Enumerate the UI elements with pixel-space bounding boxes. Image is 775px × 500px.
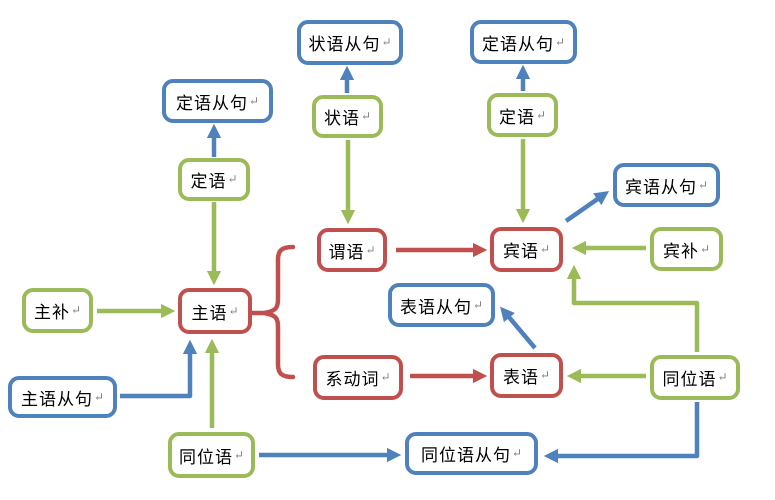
node-linking-verb: 系动词↵ [313, 355, 403, 400]
node-label: 同位语 [662, 370, 717, 389]
node-label: 宾补 [662, 241, 699, 261]
node-attributive-clause-right: 定语从句↵ [470, 20, 577, 64]
return-mark: ↵ [381, 35, 392, 49]
node-label: 宾语从句 [624, 177, 697, 197]
node-label: 主语从句 [20, 389, 93, 409]
node-label: 状语 [323, 109, 360, 128]
return-mark: ↵ [248, 93, 260, 108]
node-object: 宾语↵ [490, 227, 563, 272]
node-label: 谓语 [328, 242, 365, 262]
node-adverbial: 状语↵ [312, 95, 383, 138]
node-label: 系动词 [325, 370, 380, 389]
return-mark: ↵ [233, 447, 245, 462]
node-appositive-right: 同位语↵ [650, 355, 740, 400]
return-mark: ↵ [539, 368, 551, 382]
node-label: 定语 [498, 107, 535, 127]
node-label: 宾语 [502, 242, 539, 261]
node-label: 主补 [33, 303, 70, 322]
return-mark: ↵ [227, 172, 238, 186]
node-subject-clause: 主语从句↵ [8, 376, 117, 418]
node-label: 定语从句 [481, 34, 554, 54]
return-mark: ↵ [697, 177, 709, 192]
node-label: 主语 [191, 303, 228, 323]
brace-subject-to-predicate-group [250, 244, 296, 380]
node-predicative-clause: 表语从句↵ [388, 283, 495, 327]
node-subject-complement: 主补↵ [22, 288, 93, 333]
return-mark: ↵ [365, 242, 376, 257]
node-label: 定语 [190, 172, 227, 191]
return-mark: ↵ [539, 242, 551, 256]
return-mark: ↵ [554, 34, 566, 49]
return-mark: ↵ [380, 370, 391, 384]
edge-subject-clause-to-subject [120, 339, 198, 399]
return-mark: ↵ [360, 109, 372, 123]
node-object-complement: 宾补↵ [650, 227, 723, 271]
node-adverbial-clause: 状语从句↵ [297, 20, 403, 65]
return-mark: ↵ [717, 370, 728, 384]
node-label: 定语从句 [175, 93, 248, 113]
node-attributive-right: 定语↵ [487, 93, 558, 137]
return-mark: ↵ [535, 107, 547, 122]
node-predicate: 谓语↵ [317, 228, 387, 272]
node-object-clause: 宾语从句↵ [613, 163, 720, 207]
node-appositive-clause: 同位语从句↵ [405, 432, 538, 475]
node-attributive-left: 定语↵ [178, 158, 250, 201]
return-mark: ↵ [93, 389, 105, 404]
node-label: 同位语 [178, 447, 233, 467]
edge-appositive-right-to-appositive-clause [543, 402, 700, 464]
return-mark: ↵ [228, 303, 239, 318]
return-mark: ↵ [70, 303, 82, 317]
return-mark: ↵ [699, 241, 711, 256]
edge-appositive-right-to-object [566, 264, 700, 352]
edge-object-to-object-clause [564, 191, 610, 223]
node-label: 表语从句 [399, 297, 472, 317]
edge-predicative-to-predicative-clause [500, 306, 537, 350]
node-label: 同位语从句 [420, 446, 511, 465]
node-label: 表语 [502, 368, 539, 387]
node-subject: 主语↵ [178, 288, 252, 334]
return-mark: ↵ [511, 446, 523, 460]
return-mark: ↵ [472, 297, 484, 312]
node-appositive-bottom: 同位语↵ [168, 432, 255, 478]
node-label: 状语从句 [308, 35, 381, 54]
node-attributive-clause-left: 定语从句↵ [162, 79, 273, 123]
node-predicative: 表语↵ [490, 353, 563, 398]
